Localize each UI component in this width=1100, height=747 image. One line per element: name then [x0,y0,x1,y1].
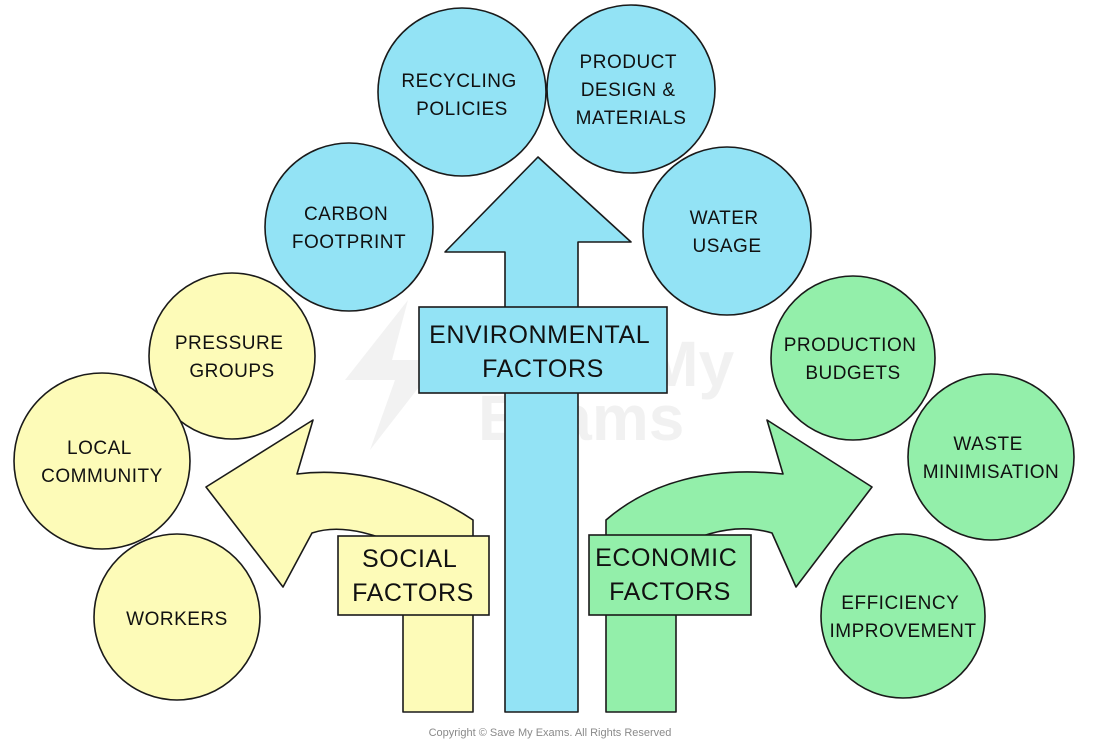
efficiency-improvement-circle [820,533,986,699]
local-community-circle [13,372,191,550]
pressure-groups-circle [148,272,316,440]
water-usage-label: WATER USAGE [690,208,765,257]
workers-circle [93,533,261,701]
production-budgets-circle [770,275,936,441]
pressure-groups-label: PRESSURE GROUPS [175,333,289,382]
carbon-footprint-label: CARBON FOOTPRINT [292,204,406,253]
product-design-materials-circle [546,4,716,174]
environmental-factors-box: ENVIRONMENTAL FACTORS [418,306,668,394]
economic-factors-box: ECONOMIC FACTORS [588,534,752,616]
environmental-factor-circles: RECYCLING POLICIES PRODUCT DESIGN & MATE… [264,4,812,316]
waste-minimisation-label: WASTE MINIMISATION [923,434,1060,483]
environmental-factors-label: ENVIRONMENTAL FACTORS [429,321,657,383]
efficiency-improvement-label: EFFICIENCY IMPROVEMENT [830,593,977,642]
watermark-bolt-icon [345,300,440,450]
social-factor-circles: PRESSURE GROUPS LOCAL COMMUNITY WORKERS [13,272,316,701]
economic-factor-circles: PRODUCTION BUDGETS WASTE MINIMISATION EF… [770,275,1075,699]
environmental-arrow [444,156,632,713]
water-usage-circle [642,146,812,316]
social-factors-box: SOCIAL FACTORS [337,535,490,616]
recycling-policies-label: RECYCLING POLICIES [401,71,522,120]
workers-label: WORKERS [126,609,228,630]
recycling-policies-circle [377,7,547,177]
copyright-text: Copyright © Save My Exams. All Rights Re… [429,727,672,739]
economic-factors-label: ECONOMIC FACTORS [595,544,745,606]
production-budgets-label: PRODUCTION BUDGETS [784,335,923,384]
product-design-materials-label: PRODUCT DESIGN & MATERIALS [576,52,687,129]
waste-minimisation-circle [907,373,1075,541]
local-community-label: LOCAL COMMUNITY [41,438,163,487]
social-factors-label: SOCIAL FACTORS [352,545,474,607]
carbon-footprint-circle [264,142,434,312]
